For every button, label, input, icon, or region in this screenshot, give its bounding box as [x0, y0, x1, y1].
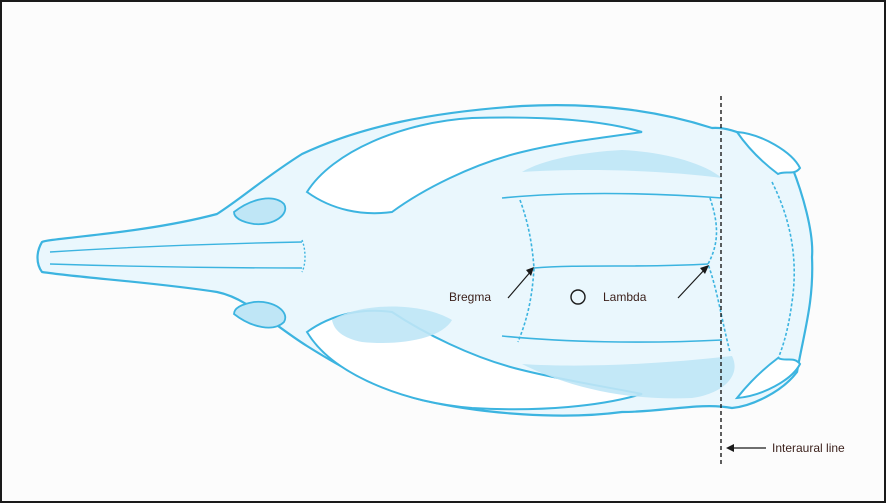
interaural-arrowhead: [726, 444, 734, 452]
lambda-label: Lambda: [603, 290, 647, 304]
bregma-label: Bregma: [449, 290, 491, 304]
interaural-label: Interaural line: [772, 441, 845, 455]
